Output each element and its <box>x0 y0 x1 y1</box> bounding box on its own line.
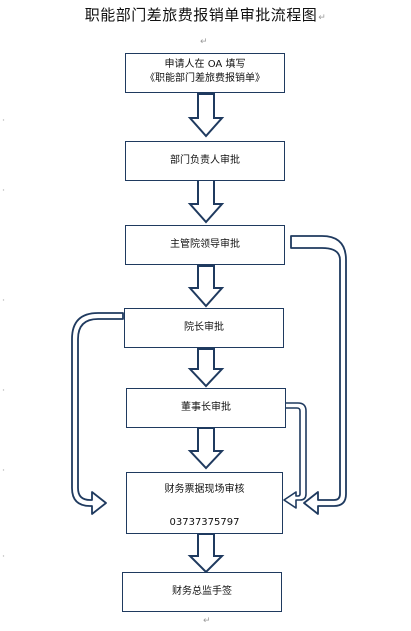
step-oa-application: 申请人在 OA 填写 《职能部门差旅费报销单》 <box>125 53 285 93</box>
step-finance-phone-number: 03737375797 <box>169 517 240 528</box>
margin-guide-dots <box>2 119 5 557</box>
title-paragraph-mark: ↵ <box>318 13 327 23</box>
step-finance-onsite-review: 财务票据现场审核 03737375797 <box>126 472 283 534</box>
title-text: 职能部门差旅费报销单审批流程图 <box>84 6 318 24</box>
down-arrow-5 <box>187 427 225 470</box>
step-finance-director-sign: 财务总监手签 <box>122 572 282 612</box>
down-arrow-3 <box>187 265 225 308</box>
step-finance-onsite-review-label: 财务票据现场审核 <box>164 484 245 495</box>
diagram-title: 职能部门差旅费报销单审批流程图↵ <box>0 4 411 25</box>
bypass-arrow-left <box>71 312 124 515</box>
step-president-label: 院长审批 <box>184 322 224 333</box>
down-arrow-4 <box>187 348 225 388</box>
step-oa-application-line2: 《职能部门差旅费报销单》 <box>145 73 265 84</box>
step-president: 院长审批 <box>124 308 284 348</box>
step-supervising-leader: 主管院领导审批 <box>125 225 285 265</box>
step-chairman: 董事长审批 <box>126 388 286 428</box>
step-oa-application-line1: 申请人在 OA 填写 <box>164 59 246 70</box>
step-supervising-leader-label: 主管院领导审批 <box>170 239 240 250</box>
step-chairman-label: 董事长审批 <box>181 402 231 413</box>
paragraph-mark-bottom: ↵ <box>203 616 211 626</box>
bypass-arrow-right-inner <box>283 402 307 509</box>
down-arrow-6 <box>187 533 225 574</box>
paragraph-mark: ↵ <box>200 37 208 47</box>
step-finance-director-sign-label: 财务总监手签 <box>172 586 232 597</box>
down-arrow-1 <box>187 93 225 138</box>
down-arrow-2 <box>187 179 225 224</box>
bypass-arrow-right-outer <box>290 235 347 515</box>
step-department-head: 部门负责人审批 <box>125 141 285 181</box>
step-department-head-label: 部门负责人审批 <box>170 155 240 166</box>
